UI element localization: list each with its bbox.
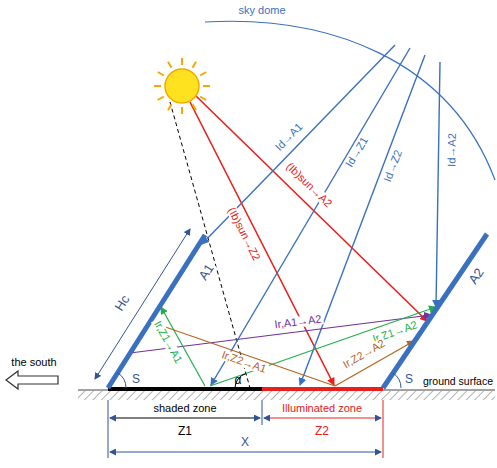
sun [165,69,199,103]
sun-ray [193,62,197,68]
tilt-angle-arc [393,373,401,388]
sun-ray [181,107,183,114]
dimension-tick [262,400,263,425]
ray-label: Ir,A1→A2 [272,313,324,330]
ray-label: Id→Z1 [343,133,371,170]
angle-label: S [403,373,415,385]
ray-label: Id→A2 [446,131,458,169]
sun-ray [158,72,164,76]
ray-label: Ir,Z2→A2 [339,337,388,372]
ray-label: (Ib)sun→A2 [283,159,336,210]
spacing-label: X [239,436,251,448]
row-label: A1 [195,260,217,284]
height-dimension [95,229,190,379]
region-label: sky dome [236,5,287,16]
shaded-zone-bar [108,387,262,391]
sun-ray [168,62,172,68]
ground-label: ground surface [421,376,495,387]
direction-label: the south [9,357,58,368]
zone-label: shaded zone [152,403,219,414]
sky-dome-arc [205,21,495,180]
ground-hatch [78,391,495,400]
diffuse-ray [436,62,440,307]
angle-label: α [233,374,244,386]
sun-ray [181,58,183,65]
tilt-angle-arc [118,373,126,388]
beam-ray [196,96,427,321]
ground-line [78,390,495,391]
zone-label: Illuminated zone [280,403,364,414]
sun-ray [158,97,164,101]
sun-ray [200,97,206,101]
dimension-label: Hc [111,291,133,315]
collector-row [383,234,487,388]
sun-rays [154,58,210,114]
dimension-tick [108,400,109,458]
zone-dimension [110,418,260,419]
zone-dimension-label: Z2 [313,425,331,437]
illuminated-zone-bar [262,387,383,391]
spacing-dimension [110,452,381,453]
collector-row [108,235,205,388]
ray-label: Ir,Z2→A1 [218,349,269,376]
dimension-tick [383,400,384,458]
sun-ray [193,104,197,110]
zone-dimension [264,418,381,419]
row-label: A2 [465,264,487,288]
ray-label: Id→Z2 [381,147,405,185]
ray-label: Id→A1 [272,120,306,155]
sun-ray [200,72,206,76]
angle-label: S [130,373,142,385]
sun-ray [203,85,210,87]
south-arrow [6,371,58,389]
zone-dimension-label: Z1 [176,425,194,437]
sun-ray [168,104,172,110]
sun-ray [154,85,161,87]
diffuse-ray [300,55,425,385]
